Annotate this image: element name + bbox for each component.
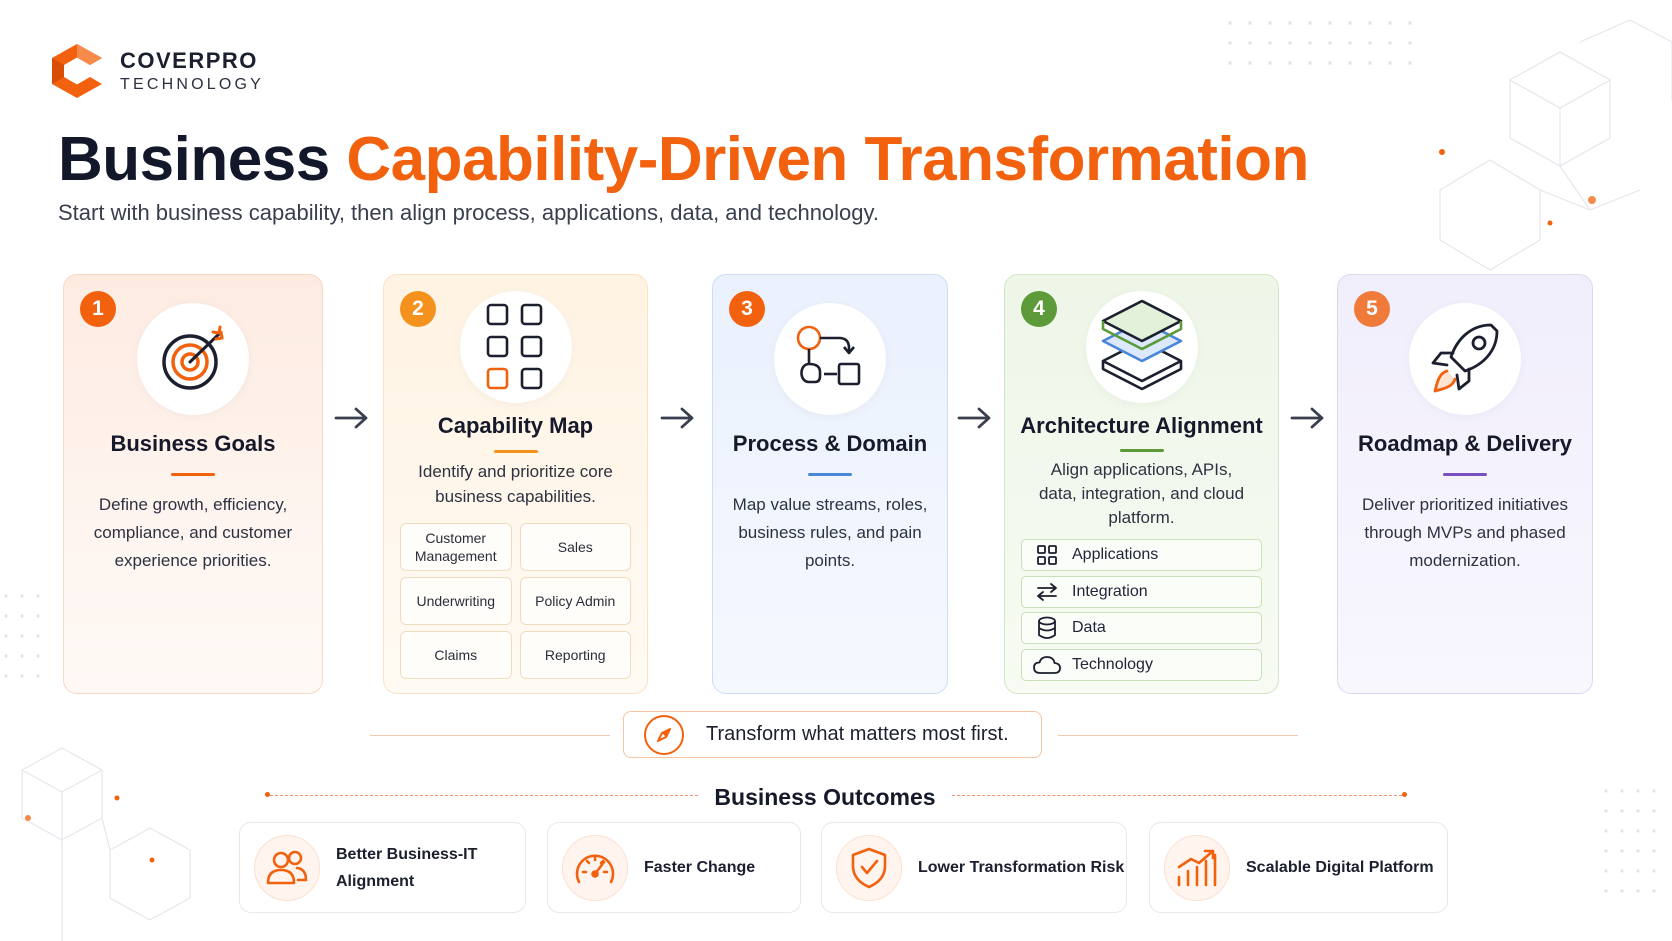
capability-cell: Underwriting [400,577,512,625]
cube-network-left-decoration [21,747,191,941]
cloud-icon [1022,655,1072,675]
layers-icon [1085,291,1198,403]
layer-label: Data [1072,619,1106,636]
target-icon [137,303,249,415]
tagline-box: Transform what matters most first. [623,711,1042,758]
architecture-layers: Applications Integration Data Technology [1021,539,1262,685]
outcomes-rule-dot-right [1402,792,1407,797]
step-accent-bar [171,473,215,476]
outcome-label: Lower Transformation Risk [918,859,1125,876]
step-title: Roadmap & Delivery [1358,431,1572,456]
speedometer-icon [562,834,628,901]
step-card-business-goals: 1 Business Goals Define growth, efficien… [63,274,323,694]
step-title: Architecture Alignment [1020,413,1263,438]
capability-cell: Policy Admin [519,577,631,625]
step-card-process-domain: 3 Process & Domain Map value streams, ro… [712,274,948,694]
layer-row: Integration [1021,575,1262,608]
step-card-architecture-alignment: 4 Architecture Alignment Align applicati… [1004,274,1279,694]
step-number-badge: 4 [1021,291,1057,327]
step-description: Deliver prioritized initiatives through … [1362,495,1568,570]
title-part-1: Business [58,125,330,194]
arrow-right-icon [660,407,694,429]
capability-cell: Reporting [519,631,631,679]
people-icon [254,834,320,901]
step-accent-bar [1119,449,1164,452]
step-description: Align applications, APIs, data, integrat… [1038,460,1245,527]
step-description: Identify and prioritize core business ca… [418,462,613,506]
page-title: Business Capability-Driven Transformatio… [58,124,1309,195]
step-card-capability-map: 2 Capability Map Identify and prioritize… [383,274,648,694]
process-flow-icon [774,303,886,415]
outcome-card: Lower Transformation Risk [821,822,1127,913]
brand-logo: COVERPRO TECHNOLOGY [50,42,264,100]
capability-cell: Customer Management [400,523,512,571]
step-card-roadmap-delivery: 5 Roadmap & Delivery Deliver prioritized… [1337,274,1593,694]
arrow-right-icon [1290,407,1324,429]
grid-icon [459,291,572,403]
outcome-label: Faster Change [644,859,756,876]
step-number-badge: 2 [400,291,436,327]
step-number-badge: 1 [80,291,116,327]
tagline-rule-left [370,735,610,736]
tagline-text: Transform what matters most first. [706,723,1009,745]
step-title: Process & Domain [732,431,928,456]
layer-label: Technology [1072,655,1153,673]
capability-cell: Sales [519,523,631,571]
apps-icon [1022,544,1072,566]
step-accent-bar [808,473,852,476]
page-subtitle: Start with business capability, then ali… [58,200,880,225]
outcome-card: Scalable Digital Platform [1149,822,1448,913]
database-icon [1022,616,1072,640]
outcome-card: Better Business-IT Alignment [239,822,526,913]
dot-grid-left-decoration [4,594,40,678]
dot-grid-right-decoration [1604,789,1656,893]
tagline-rule-right [1058,735,1298,736]
step-accent-bar [1443,473,1487,476]
step-number-badge: 3 [729,291,765,327]
arrow-right-icon [334,407,368,429]
layer-row: Applications [1021,539,1262,571]
compass-icon [644,714,684,755]
rocket-icon [1409,303,1521,415]
title-part-2: Capability-Driven Transformation [346,125,1309,194]
layer-row: Technology [1021,648,1262,681]
capability-cell: Claims [400,631,512,679]
outcomes-rule-left [270,795,698,796]
outcome-card: Faster Change [547,822,801,913]
brand-name: COVERPRO [120,48,258,73]
step-description: Define growth, efficiency, compliance, a… [93,495,293,570]
layer-row: Data [1021,612,1262,644]
arrow-right-icon [957,407,991,429]
outcomes-title: Business Outcomes [714,784,936,810]
coverpro-logo-icon [52,44,102,98]
dot-grid-decoration [1228,21,1412,65]
step-number-badge: 5 [1354,291,1390,327]
step-description: Map value streams, roles, business rules… [732,495,928,570]
brand-sub: TECHNOLOGY [120,76,265,93]
step-accent-bar [493,450,538,453]
integration-icon [1022,582,1072,602]
outcome-label: Better Business-IT Alignment [336,845,478,890]
growth-chart-icon [1164,834,1230,901]
outcomes-rule-right [952,795,1402,796]
step-title: Business Goals [110,431,276,456]
step-title: Capability Map [437,413,594,438]
layer-label: Applications [1072,546,1159,563]
shield-check-icon [836,834,902,901]
layer-label: Integration [1072,582,1148,600]
outcome-label: Scalable Digital Platform [1246,859,1434,876]
cube-network-decoration [1439,20,1672,271]
outcomes-rule-dot-left [265,792,270,797]
capability-grid: Customer Management Sales Underwriting P… [400,523,631,679]
